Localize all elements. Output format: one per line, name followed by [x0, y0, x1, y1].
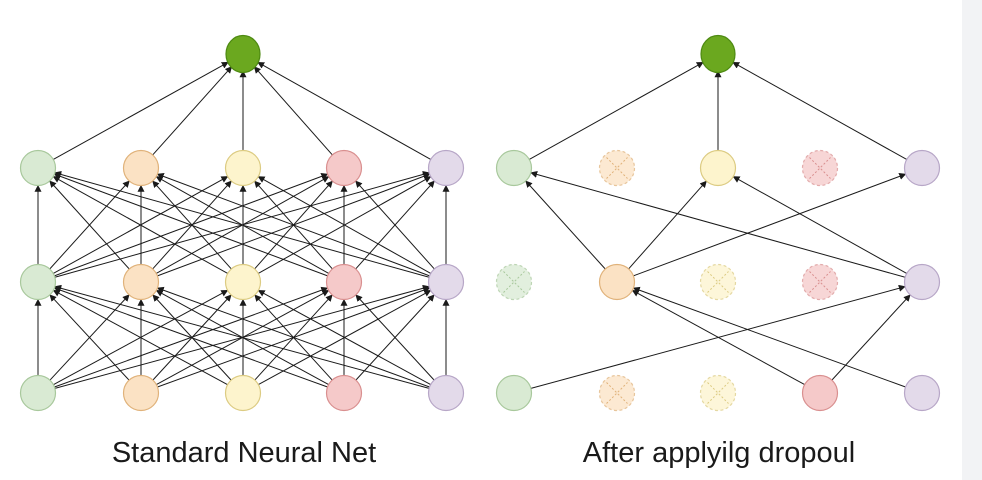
dropout-hidden-1-node-0 — [495, 263, 533, 301]
caption-standard: Standard Neural Net — [112, 437, 376, 469]
edge-out-3 — [253, 66, 333, 156]
standard-hidden-1-node-3 — [325, 263, 363, 301]
standard-hidden-1-node-2 — [224, 263, 262, 301]
edge-l0-1-0 — [49, 294, 130, 381]
edge-l0-4-1 — [632, 286, 906, 388]
dropout-hidden-2-node-2 — [699, 149, 737, 187]
x-mark-icon — [809, 271, 831, 293]
dropout-hidden-2-node-4 — [903, 149, 941, 187]
edge-l1-4-1 — [156, 173, 430, 277]
edge-l1-4-2 — [732, 176, 907, 274]
edge-l0-4-1 — [156, 286, 430, 388]
x-mark-icon — [503, 271, 525, 293]
edge-l1-1-0 — [49, 180, 130, 270]
x-mark-icon — [809, 157, 831, 179]
dropout-input-node-4 — [903, 374, 941, 412]
scroll-gutter — [962, 0, 982, 480]
x-mark-icon — [606, 382, 628, 404]
x-mark-icon — [707, 382, 729, 404]
dropout-hidden-1-node-3 — [801, 263, 839, 301]
caption-dropout: After applyilg dropoul — [583, 437, 855, 469]
edge-l1-2-0 — [52, 176, 228, 274]
dropout-output-node — [700, 34, 736, 74]
x-mark-icon — [707, 271, 729, 293]
edge-out-0 — [53, 61, 229, 160]
edge-l1-3-0 — [53, 173, 328, 277]
standard-hidden-2-node-0 — [19, 149, 57, 187]
standard-input-node-4 — [427, 374, 465, 412]
dropout-input-node-2 — [699, 374, 737, 412]
edge-l1-4-3 — [355, 180, 435, 270]
edge-out-0 — [529, 61, 704, 160]
edge-out-4 — [732, 61, 907, 160]
nodes — [495, 34, 941, 412]
dropout-input-node-1 — [598, 374, 636, 412]
edges — [525, 61, 911, 389]
edge-out-1 — [152, 66, 233, 156]
edge-l1-1-0 — [525, 180, 606, 270]
nodes — [19, 34, 465, 412]
dropout-hidden-2-node-3 — [801, 149, 839, 187]
standard-hidden-1-node-1 — [122, 263, 160, 301]
standard-input-node-3 — [325, 374, 363, 412]
edge-l1-4-2 — [257, 176, 431, 274]
standard-input-node-1 — [122, 374, 160, 412]
dropout-network — [495, 34, 941, 412]
edge-l0-3-4 — [831, 294, 911, 381]
standard-hidden-2-node-1 — [122, 149, 160, 187]
standard-hidden-1-node-0 — [19, 263, 57, 301]
edge-l1-1-4 — [633, 173, 907, 277]
edge-l0-4-3 — [355, 294, 435, 381]
standard-output-node — [225, 34, 261, 74]
standard-hidden-2-node-3 — [325, 149, 363, 187]
edge-l0-4-0 — [54, 284, 430, 389]
standard-network — [19, 34, 465, 412]
standard-hidden-2-node-2 — [224, 149, 262, 187]
dropout-input-node-0 — [495, 374, 533, 412]
standard-input-node-2 — [224, 374, 262, 412]
edge-l1-1-2 — [628, 180, 707, 270]
dropout-hidden-1-node-1 — [598, 263, 636, 301]
edge-l0-2-0 — [52, 289, 228, 386]
standard-hidden-1-node-4 — [427, 263, 465, 301]
dropout-hidden-2-node-0 — [495, 149, 533, 187]
dropout-hidden-1-node-4 — [903, 263, 941, 301]
dropout-hidden-2-node-1 — [598, 149, 636, 187]
dropout-input-node-3 — [801, 374, 839, 412]
standard-hidden-2-node-4 — [427, 149, 465, 187]
edge-l1-4-0 — [54, 171, 430, 278]
x-mark-icon — [606, 157, 628, 179]
standard-input-node-0 — [19, 374, 57, 412]
edge-l1-4-0 — [530, 171, 906, 278]
edges — [34, 61, 450, 389]
edge-out-4 — [257, 61, 431, 160]
edge-l0-3-1 — [631, 289, 805, 386]
dropout-hidden-1-node-2 — [699, 263, 737, 301]
edge-l0-3-0 — [53, 286, 328, 388]
edge-l0-4-2 — [257, 289, 431, 386]
